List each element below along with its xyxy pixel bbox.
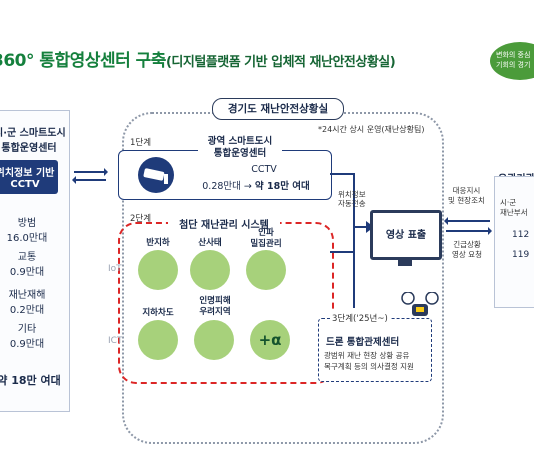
cctv-label: CCTV [251,164,277,175]
left-item-value: 0.9만대 [9,267,45,278]
iot-label: IoT [108,264,122,274]
cctv-to: 약 18만 여대 [254,181,310,192]
agency-sub-line2: 재난부서 [500,208,528,217]
left-item-label: 교통 [17,252,37,263]
drone-center-box [318,318,432,382]
left-header-line1: 시·군 스마트도시 [0,128,66,139]
cctv-count: 0.28만대 → 약 18만 여대 [186,178,326,192]
left-item-2: 재난재해 0.2만대 [0,286,60,316]
disaster-system-title: 첨단 재난관리 시스템 [168,216,280,231]
drone-item: 복구계획 등의 의사결정 지원 [324,362,414,371]
transfer-line1: 위치정보 [338,190,366,199]
emergency-request-label: 긴급상황 영상 요청 [452,240,482,260]
circle-label-semibasement: 반지하 [146,238,170,248]
transfer-line2: 자동전송 [338,199,366,208]
circle-label-casualty: 인명피해 우려지역 [199,296,231,317]
left-header-line2: 통합운영센터 [1,143,57,154]
casualty-icon [194,320,234,360]
plus-alpha-label: +α [258,331,282,349]
cctv-center-line1: 광역 스마트도시 [207,136,273,147]
cctv-center-line2: 통합운영센터 [213,148,267,159]
agencies-panel [494,176,534,308]
title-sub: (디지털플랫폼 기반 입체적 재난안전상황실) [165,55,396,70]
step1-label: 1단계 [130,138,152,148]
response-line2: 및 현장조치 [448,196,485,205]
monitor-stand [398,258,412,266]
monitor-label: 영상 표출 [385,230,427,241]
bidirectional-arrow-icon [444,217,492,235]
auto-transfer-label: 위치정보 자동전송 [338,190,366,208]
left-item-label: 재난재해 [8,290,46,301]
circle-label-underpass: 지하차도 [142,308,174,318]
cctv-location-label: 위치정보 기반 CCTV [0,164,58,190]
left-total: 약 18만 여대 [0,374,61,387]
left-item-label: 기타 [17,324,37,335]
response-order-label: 대응지시 및 현장조치 [448,186,485,206]
circle-label-crowd: 인파 밀집관리 [250,228,282,249]
agency-112: 112 [512,230,530,240]
left-item-0: 방범 16.0만대 [0,214,60,244]
left-item-label: 방범 [17,218,37,229]
title-main: 360° 통합영상센터 구축 [0,51,166,71]
agency-119: 119 [512,250,530,260]
circle-label-landslide: 산사태 [198,238,222,248]
agency-sub-line1: 시·군 [500,198,517,207]
left-box-line2: CCTV [10,179,40,190]
operation-note: *24시간 상시 운영(재난상황팀) [318,125,425,134]
drone-center-title: 드론 통합관제센터 [326,337,400,348]
left-item-value: 0.9만대 [9,339,45,350]
logo-line2: 기회의 경기 [496,61,531,69]
cctv-location-box [0,160,58,194]
agencies-sub: 시·군 재난부서 [500,198,528,218]
left-item-value: 16.0만대 [6,233,48,244]
left-item-value: 0.2만대 [9,305,45,316]
page-title: 360° 통합영상센터 구축(디지털플랫폼 기반 입체적 재난안전상황실) [0,46,396,71]
left-panel-header: 시·군 스마트도시 통합운영센터 [0,124,66,154]
emergency-line2: 영상 요청 [452,250,482,259]
response-line1: 대응지시 [452,186,481,195]
ict-label: ICT [108,336,123,346]
left-item-1: 교통 0.9만대 [0,248,60,278]
left-box-line1: 위치정보 기반 [0,168,55,179]
step3-label: 3단계('25년~) [330,312,390,324]
emergency-line1: 긴급상황 [453,240,481,249]
crowd-icon [246,250,286,290]
drone-item: 광범위 재난 현장 상황 공유 [324,351,410,360]
left-item-3: 기타 0.9만대 [0,320,60,350]
landslide-icon [190,250,230,290]
logo-line1: 변화의 중심 [496,51,531,59]
situation-room-header: 경기도 재난안전상황실 [212,98,344,120]
plus-alpha-circle [250,320,290,360]
underpass-icon [138,320,178,360]
semibasement-icon [138,250,178,290]
drone-icon [401,292,439,316]
cctv-center-title: 광역 스마트도시 통합운영센터 [198,136,282,160]
drone-items: 광범위 재난 현장 상황 공유 복구계획 등의 의사결정 지원 [324,350,414,372]
gyeonggi-logo [490,42,534,80]
cctv-camera-icon [138,157,174,193]
step2-label: 2단계 [130,214,152,224]
exchange-arrow-icon [72,168,108,184]
logo-text: 변화의 중심 기회의 경기 [496,50,530,70]
cctv-from: 0.28만대 → [202,181,252,192]
